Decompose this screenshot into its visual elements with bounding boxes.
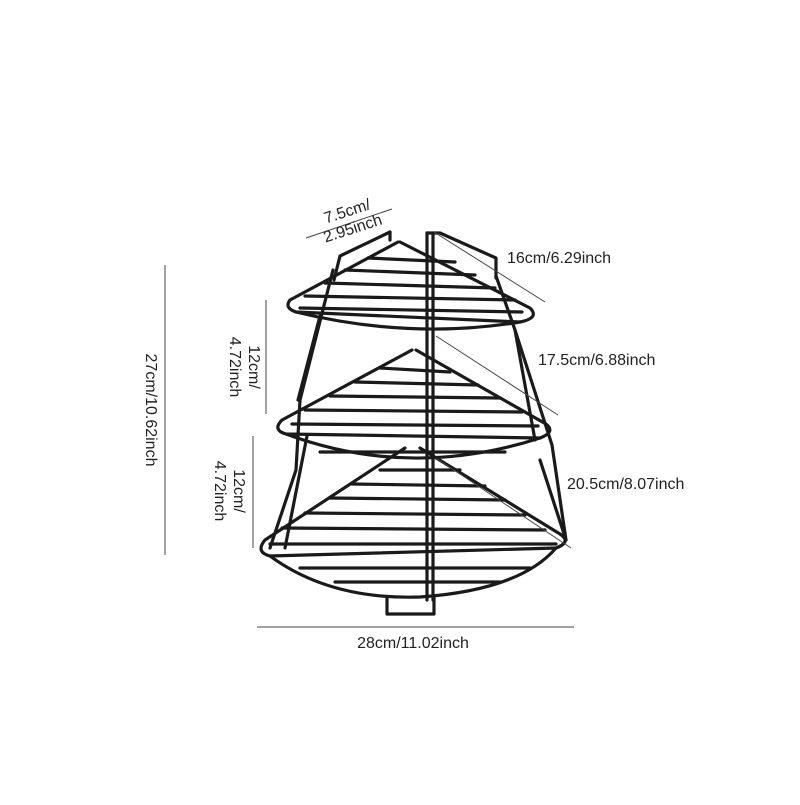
upper-gap-label-line1: 12cm/ (245, 345, 262, 389)
middle-shelf-side-label: 17.5cm/6.88inch (538, 352, 655, 369)
dimension-lines (164, 208, 574, 628)
corner-rack-illustration (259, 230, 568, 616)
bottom-shelf (259, 446, 567, 599)
lower-gap-label-line2: 4.72inch (211, 461, 228, 522)
upper-gap-label-line2: 4.72inch (226, 337, 243, 398)
middle-shelf-side-line (435, 335, 559, 416)
lower-gap-label: 12cm/ 4.72inch (211, 461, 247, 522)
lower-gap-label-line1: 12cm/ (230, 469, 247, 513)
top-depth-line (305, 208, 393, 239)
base-width-label: 28cm/11.02inch (357, 635, 469, 652)
top-shelf-side-label: 16cm/6.29inch (507, 250, 611, 267)
total-height-label-text: 27cm/10.62inch (142, 354, 159, 467)
bottom-shelf-side-line (435, 457, 572, 549)
total-height-label: 27cm/10.62inch (142, 354, 159, 467)
top-shelf (286, 240, 535, 331)
bottom-shelf-side-label: 20.5cm/8.07inch (567, 476, 684, 493)
rack-back-posts (332, 230, 498, 602)
rack-right-leg (494, 274, 568, 542)
top-shelf-side-line (433, 231, 546, 303)
rack-foot (385, 596, 436, 616)
middle-shelf (276, 348, 552, 460)
upper-gap-label: 12cm/ 4.72inch (226, 337, 262, 398)
